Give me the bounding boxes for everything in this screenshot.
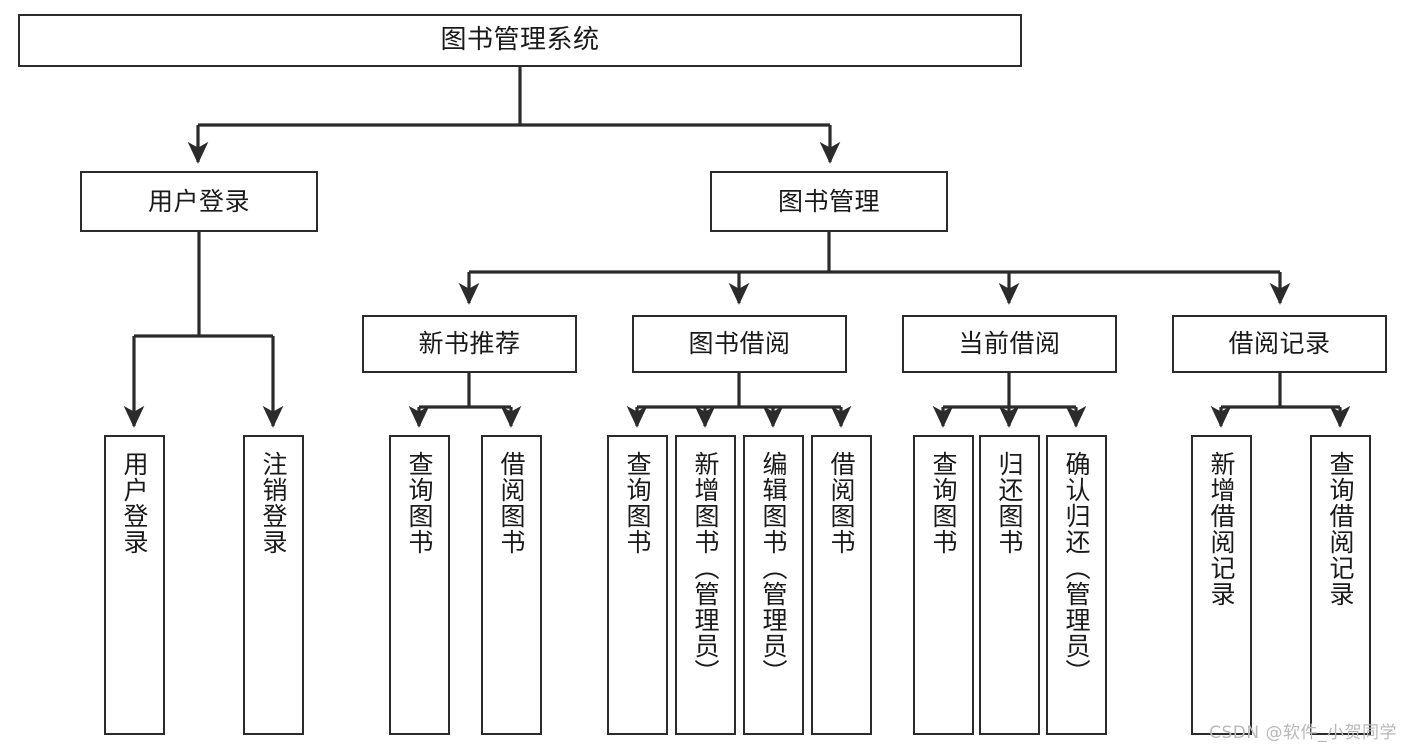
node-label: 注销登录 (259, 451, 288, 555)
node-label: 借阅图书 (497, 451, 526, 555)
node-borrow-record[interactable]: 借阅记录 (1172, 315, 1387, 373)
node-label: 查询借阅记录 (1326, 451, 1355, 607)
node-user-login[interactable]: 用户登录 (80, 171, 318, 232)
node-label: 归还图书 (995, 451, 1024, 555)
node-label: 查询图书 (405, 451, 434, 555)
node-leaf-borrow-book[interactable]: 借阅图书 (811, 435, 872, 735)
node-label: 新增借阅记录 (1207, 451, 1236, 607)
node-label: 确认归还（管理员） (1062, 451, 1091, 685)
node-leaf-query-book-current[interactable]: 查询图书 (913, 435, 974, 735)
node-label: 查询图书 (623, 451, 652, 555)
node-leaf-edit-book-admin[interactable]: 编辑图书（管理员） (743, 435, 804, 735)
node-label: 新增图书（管理员） (691, 451, 720, 685)
node-label: 借阅记录 (1228, 329, 1331, 359)
node-label: 图书管理 (777, 186, 880, 216)
node-leaf-confirm-return-admin[interactable]: 确认归还（管理员） (1046, 435, 1107, 735)
node-label: 新书推荐 (418, 329, 521, 359)
node-label: 查询图书 (929, 451, 958, 555)
node-leaf-add-borrow-record[interactable]: 新增借阅记录 (1191, 435, 1252, 735)
node-leaf-return-book[interactable]: 归还图书 (979, 435, 1040, 735)
node-leaf-user-login[interactable]: 用户登录 (104, 435, 165, 735)
node-leaf-query-book-recommend[interactable]: 查询图书 (389, 435, 450, 735)
node-label: 当前借阅 (958, 329, 1061, 359)
node-leaf-add-book-admin[interactable]: 新增图书（管理员） (675, 435, 736, 735)
node-current-borrow[interactable]: 当前借阅 (902, 315, 1117, 373)
node-root-book-management-system[interactable]: 图书管理系统 (18, 14, 1022, 67)
node-new-book-recommend[interactable]: 新书推荐 (362, 315, 577, 373)
node-leaf-user-logout[interactable]: 注销登录 (243, 435, 304, 735)
node-book-borrow[interactable]: 图书借阅 (632, 315, 847, 373)
node-leaf-borrow-book-recommend[interactable]: 借阅图书 (481, 435, 542, 735)
node-label: 编辑图书（管理员） (759, 451, 788, 685)
node-label: 图书借阅 (688, 329, 791, 359)
node-label: 用户登录 (147, 186, 250, 216)
node-leaf-query-book-borrow[interactable]: 查询图书 (607, 435, 668, 735)
node-label: 图书管理系统 (440, 25, 600, 56)
node-label: 借阅图书 (827, 451, 856, 555)
node-label: 用户登录 (120, 451, 149, 555)
node-book-manage[interactable]: 图书管理 (710, 171, 948, 232)
node-leaf-query-borrow-record[interactable]: 查询借阅记录 (1310, 435, 1371, 735)
csdn-watermark: CSDN @软件_小贺同学 (1209, 723, 1397, 743)
